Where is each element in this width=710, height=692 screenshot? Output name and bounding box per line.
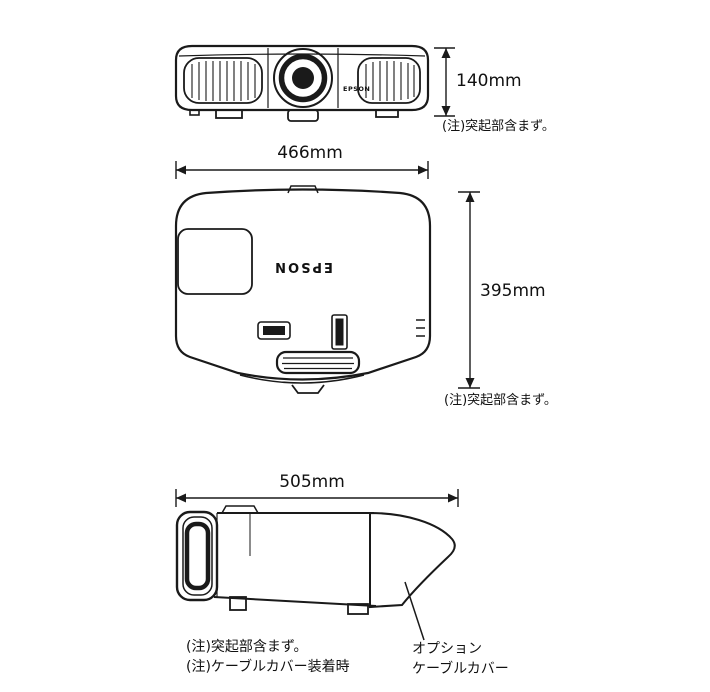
top-width-dimension: 466mm [175,143,429,179]
top-rear-foot [239,374,365,394]
front-height-label: 140mm [456,71,522,91]
callout-line2: ケーブルカバー [412,660,509,677]
front-view-drawing: EPSON [174,44,430,122]
front-brand-logo: EPSON [343,85,370,93]
side-note-cover: (注)ケーブルカバー装着時 [186,658,350,675]
top-note: (注)突起部含まず。 [444,392,557,408]
side-length-dimension: 505mm [175,472,459,507]
side-body [213,505,377,607]
top-connector-details [257,314,348,350]
side-length-label: 505mm [279,472,345,492]
top-view-drawing: EPSON [174,185,432,394]
top-brand-logo: EPSON [273,259,333,274]
top-lens-hatch-panel [177,228,253,295]
top-rear-grille [275,350,361,375]
top-side-vents [416,319,425,337]
top-depth-label: 395mm [480,281,546,301]
side-lens [175,510,219,602]
front-height-dimension: 140mm (注)突起部含まず。 [434,47,555,134]
side-notes: (注)突起部含まず。 (注)ケーブルカバー装着時 [186,639,350,675]
front-feet [189,109,399,122]
callout-leader-line [404,581,425,641]
cable-cover-callout: オプション ケーブルカバー [404,581,509,677]
front-right-grille [357,57,421,104]
side-note-protrusions: (注)突起部含まず。 [186,639,308,655]
top-depth-dimension: 395mm (注)突起部含まず。 [444,191,557,408]
side-view-drawing [175,505,456,615]
front-note: (注)突起部含まず。 [442,118,555,134]
callout-line1: オプション [412,641,482,657]
front-lens [267,48,339,108]
top-width-label: 466mm [277,143,343,163]
side-cable-cover [369,511,456,609]
side-feet [229,596,369,615]
front-left-grille [183,57,263,104]
